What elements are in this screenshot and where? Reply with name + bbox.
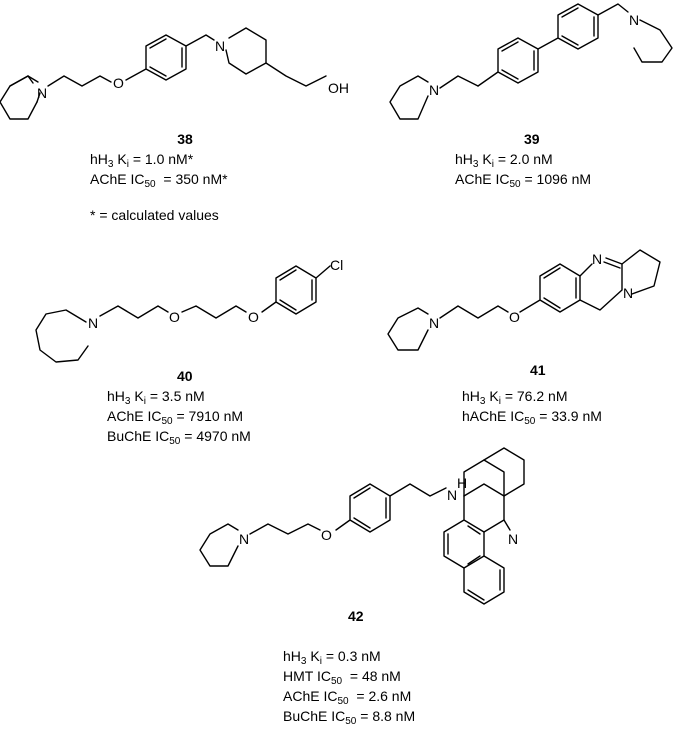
compound-39-ki: hH3 Ki = 2.0 nM bbox=[455, 151, 553, 170]
atom-41-n3: N bbox=[623, 285, 633, 301]
compound-38-number: 38 bbox=[177, 131, 193, 147]
compound-40-ache: AChE IC50 = 7910 nM bbox=[107, 408, 244, 427]
compound-41-info: 41 hH3 Ki = 76.2 nM hAChE IC50 = 33.9 nM bbox=[462, 360, 652, 427]
compound-39-ache: AChE IC50 = 1096 nM bbox=[455, 171, 592, 190]
compound-38-ache: AChE IC50 = 350 nM* bbox=[90, 171, 228, 190]
atom-40-n: N bbox=[88, 315, 98, 331]
atom-labels: N O N OH N N N O O Cl N O N N N O N H N bbox=[37, 12, 639, 547]
atom-41-n2: N bbox=[592, 251, 602, 267]
atom-41-o: O bbox=[509, 309, 520, 325]
footnote: * = calculated values bbox=[90, 207, 219, 223]
compound-40-ki: hH3 Ki = 3.5 nM bbox=[107, 388, 205, 407]
compound-41-structure bbox=[387, 249, 661, 351]
compound-40-structure bbox=[35, 265, 331, 363]
compound-39-structure bbox=[389, 3, 673, 120]
compound-42-ki: hH3 Ki = 0.3 nM bbox=[283, 648, 381, 667]
compound-41-ki: hH3 Ki = 76.2 nM bbox=[462, 388, 568, 407]
compound-42-ache: AChE IC50 = 2.6 nM bbox=[283, 688, 412, 707]
compound-41-hache: hAChE IC50 = 33.9 nM bbox=[462, 408, 602, 427]
atom-39-n1: N bbox=[429, 82, 439, 98]
compound-39-number: 39 bbox=[524, 131, 540, 147]
atom-38-n1: N bbox=[37, 85, 47, 101]
atom-40-o2: O bbox=[248, 309, 259, 325]
atom-38-n2: N bbox=[215, 38, 225, 54]
atom-41-n1: N bbox=[429, 315, 439, 331]
compound-42-info: 42 hH3 Ki = 0.3 nM HMT IC50 = 48 nM AChE… bbox=[283, 606, 473, 727]
atom-42-nh-h: H bbox=[457, 475, 467, 491]
atom-38-o: O bbox=[113, 75, 124, 91]
atom-38-oh: OH bbox=[328, 80, 349, 96]
compound-42-structure bbox=[199, 447, 525, 605]
atom-39-n2: N bbox=[629, 12, 639, 28]
atom-42-n1: N bbox=[239, 531, 249, 547]
compound-42-hmt: HMT IC50 = 48 nM bbox=[283, 668, 401, 687]
compound-42-number: 42 bbox=[348, 608, 364, 624]
compound-40-info: 40 hH3 Ki = 3.5 nM AChE IC50 = 7910 nM B… bbox=[107, 366, 297, 447]
compound-38-structure bbox=[0, 27, 327, 120]
atom-40-cl: Cl bbox=[330, 257, 343, 273]
compound-38-ki: hH3 Ki = 1.0 nM* bbox=[90, 151, 194, 170]
atom-40-o1: O bbox=[169, 309, 180, 325]
compound-40-buche: BuChE IC50 = 4970 nM bbox=[107, 428, 251, 447]
atom-42-o: O bbox=[321, 527, 332, 543]
atom-42-nh-n: N bbox=[447, 487, 457, 503]
compound-38-info: 38 hH3 Ki = 1.0 nM* AChE IC50 = 350 nM* … bbox=[90, 129, 280, 225]
compound-39-info: 39 hH3 Ki = 2.0 nM AChE IC50 = 1096 nM bbox=[455, 129, 635, 190]
atom-42-n2: N bbox=[508, 531, 518, 547]
compound-42-buche: BuChE IC50 = 8.8 nM bbox=[283, 708, 416, 727]
compound-40-number: 40 bbox=[177, 368, 193, 384]
compound-41-number: 41 bbox=[530, 362, 546, 378]
